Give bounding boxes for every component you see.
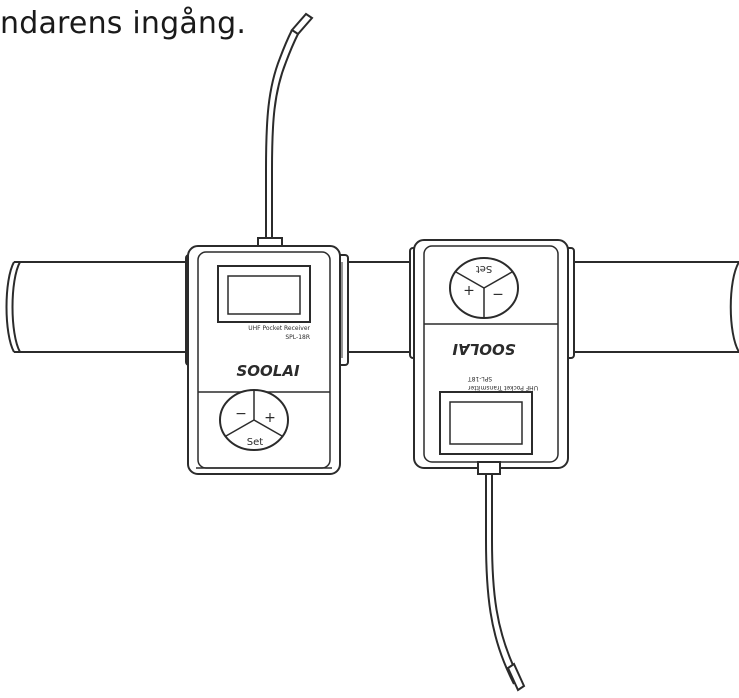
transmitter-antenna (485, 474, 526, 692)
pipe (5, 261, 739, 353)
caption-text: ndarens ingång. (0, 6, 247, 41)
receiver-brand: SOOLAI (236, 362, 299, 380)
transmitter-plus-button: + (463, 282, 475, 298)
transmitter-minus-button: − (492, 286, 504, 302)
transmitter-set-button: Set (476, 263, 493, 274)
transmitter-label-line2: SPL-18T (468, 375, 492, 382)
transmitter-brand: SOOLAI (452, 340, 515, 358)
transmitter-device (409, 239, 575, 475)
transmitter-label-line1: UHF Pocket Transmitter (467, 384, 538, 391)
receiver-label-line2: SPL-18R (285, 334, 310, 341)
receiver-minus-button: − (235, 406, 247, 422)
receiver-plus-button: + (264, 410, 276, 426)
receiver-device (185, 245, 349, 475)
transmitter-labels: SOOLAI UHF Pocket Transmitter SPL-18T Se… (452, 263, 538, 391)
receiver-label-line1: UHF Pocket Receiver (248, 325, 310, 332)
receiver-labels: UHF Pocket Receiver SPL-18R SOOLAI − + S… (235, 325, 310, 448)
receiver-set-button: Set (247, 437, 264, 448)
receiver-antenna (257, 12, 314, 249)
